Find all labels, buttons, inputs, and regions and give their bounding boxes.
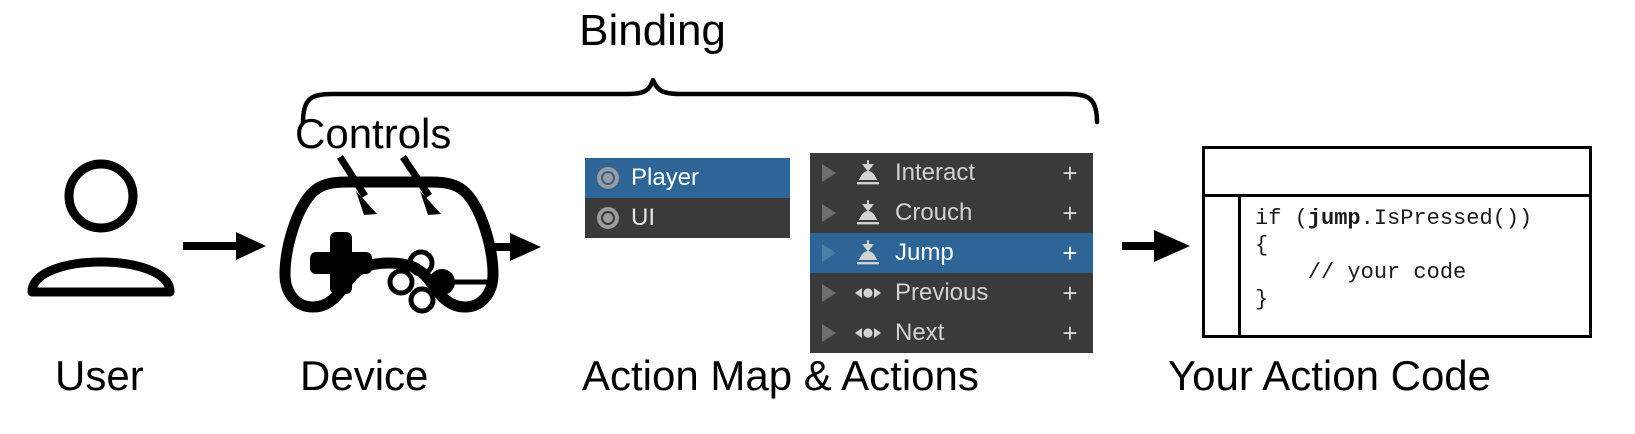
face-buttons-icon bbox=[387, 249, 436, 314]
add-binding-button[interactable]: + bbox=[1062, 237, 1078, 268]
code-window[interactable]: if (jump.IsPressed()){ // your code} bbox=[1202, 146, 1592, 338]
caption-user: User bbox=[55, 352, 144, 399]
code-line: { bbox=[1255, 233, 1269, 258]
action-map-ring-icon bbox=[597, 167, 619, 189]
code-line: // your code bbox=[1255, 260, 1467, 285]
expand-triangle-icon[interactable] bbox=[822, 324, 836, 342]
add-binding-button[interactable]: + bbox=[1062, 317, 1078, 348]
arrow-device-to-actionmap bbox=[489, 233, 541, 261]
arrow-actionmap-to-code bbox=[1122, 230, 1190, 262]
arrow-user-to-device bbox=[183, 232, 266, 260]
axis-value-icon bbox=[853, 320, 883, 346]
caption-device: Device bbox=[300, 352, 429, 399]
dpad-icon bbox=[310, 232, 372, 294]
user-icon bbox=[27, 159, 175, 297]
action-row[interactable]: Interact + bbox=[810, 153, 1093, 193]
caption-code: Your Action Code bbox=[1168, 352, 1492, 399]
code-window-body: if (jump.IsPressed()){ // your code} bbox=[1205, 197, 1589, 338]
expand-triangle-icon[interactable] bbox=[822, 284, 836, 302]
action-map-row[interactable]: Player bbox=[585, 158, 790, 198]
actions-panel[interactable]: Interact + Crouch + Jump + Previous + Next + bbox=[810, 153, 1093, 353]
code-text[interactable]: if (jump.IsPressed()){ // your code} bbox=[1241, 197, 1589, 338]
add-binding-button[interactable]: + bbox=[1062, 277, 1078, 308]
action-label: Crouch bbox=[895, 199, 973, 226]
expand-triangle-icon[interactable] bbox=[822, 204, 836, 222]
action-label: Next bbox=[895, 319, 945, 346]
controls-pointer-arrows bbox=[337, 155, 441, 215]
action-map-row[interactable]: UI bbox=[585, 198, 790, 238]
code-line: if (jump.IsPressed()) bbox=[1255, 206, 1533, 231]
button-press-icon bbox=[853, 240, 883, 266]
code-gutter bbox=[1205, 197, 1241, 338]
controls-label: Controls bbox=[295, 110, 452, 157]
action-label: Interact bbox=[895, 159, 976, 186]
action-row[interactable]: Crouch + bbox=[810, 193, 1093, 233]
code-token-bold: jump bbox=[1307, 206, 1361, 231]
gamepad-icon bbox=[279, 176, 499, 313]
action-map-ring-icon bbox=[597, 207, 619, 229]
action-label: Previous bbox=[895, 279, 989, 306]
action-label: Jump bbox=[895, 239, 954, 266]
action-row[interactable]: Jump + bbox=[810, 233, 1093, 273]
expand-triangle-icon[interactable] bbox=[822, 244, 836, 262]
binding-label: Binding bbox=[579, 6, 726, 55]
code-window-titlebar bbox=[1205, 149, 1589, 197]
expand-triangle-icon[interactable] bbox=[822, 164, 836, 182]
caption-action-map: Action Map & Actions bbox=[582, 352, 979, 399]
add-binding-button[interactable]: + bbox=[1062, 157, 1078, 188]
action-map-label: Player bbox=[631, 164, 700, 191]
button-press-icon bbox=[853, 160, 883, 186]
axis-value-icon bbox=[853, 280, 883, 306]
code-line: } bbox=[1255, 287, 1269, 312]
add-binding-button[interactable]: + bbox=[1062, 197, 1078, 228]
action-row[interactable]: Previous + bbox=[810, 273, 1093, 313]
action-row[interactable]: Next + bbox=[810, 313, 1093, 353]
active-button-icon bbox=[429, 269, 455, 295]
button-press-icon bbox=[853, 200, 883, 226]
action-map-label: UI bbox=[631, 204, 655, 231]
